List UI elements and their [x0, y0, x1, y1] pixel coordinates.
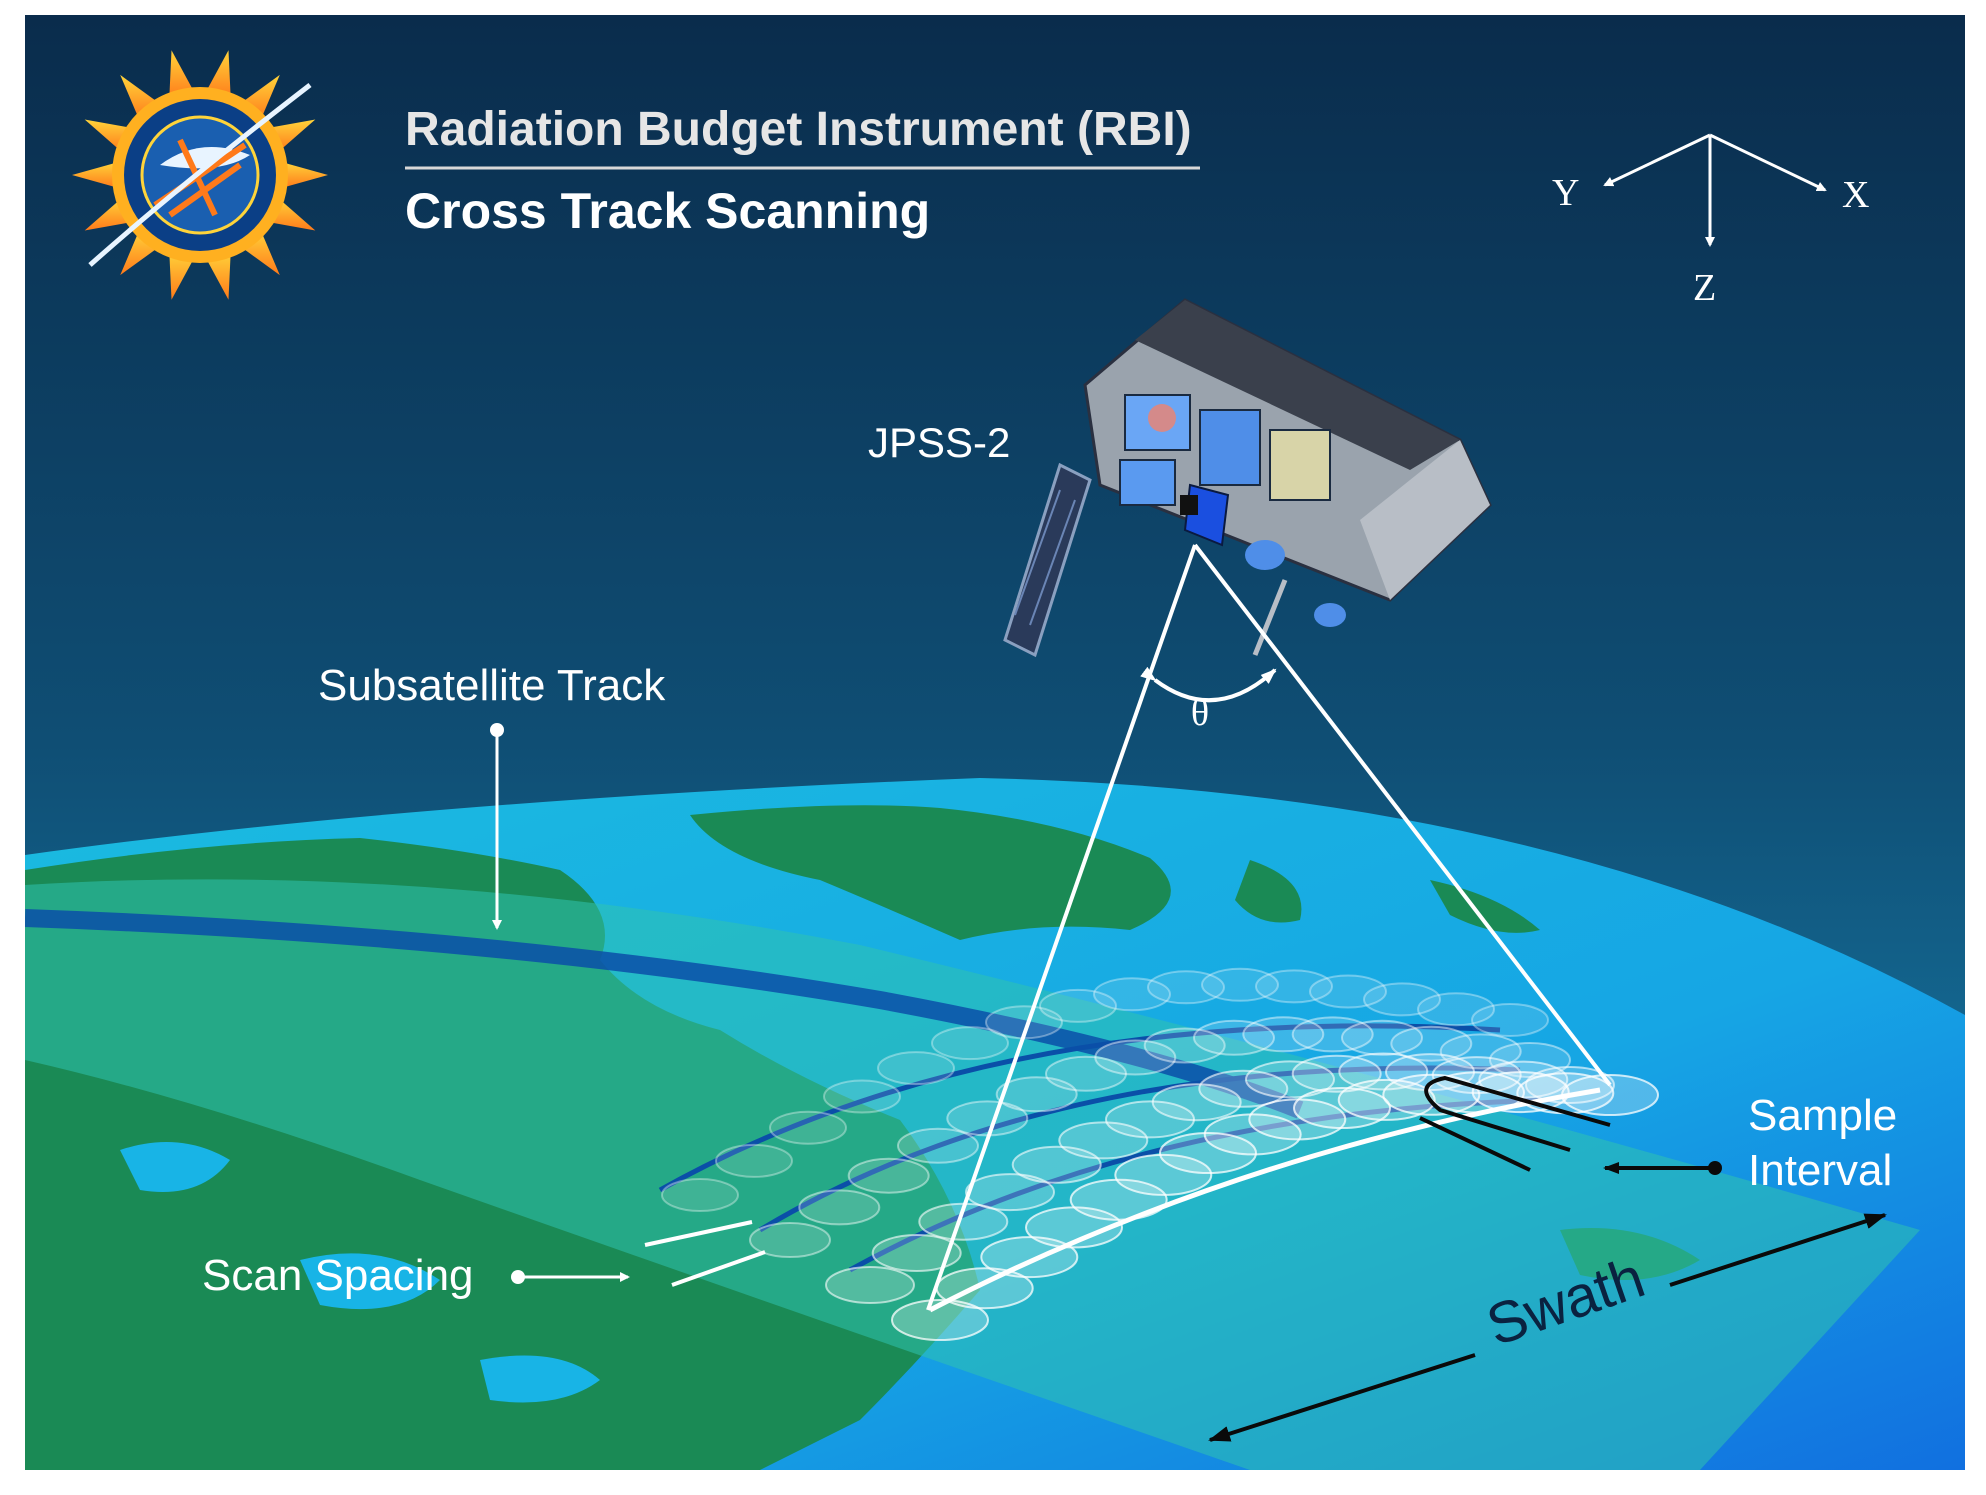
axis-y-label: Y: [1552, 172, 1579, 214]
swath-arrow-right: [1669, 1213, 1887, 1287]
footprint: [1143, 1027, 1226, 1064]
footprint: [1255, 969, 1333, 1004]
satellite-jpss2: [1003, 298, 1492, 658]
footprint: [891, 1299, 989, 1341]
axis-x-label: X: [1842, 174, 1869, 216]
axis-z-label: Z: [1693, 267, 1716, 309]
footprint: [931, 1026, 1009, 1061]
footprint: [1242, 1016, 1325, 1053]
antenna-dish: [1245, 540, 1285, 570]
solar-panel: [1003, 462, 1092, 658]
footprint: [1382, 1073, 1481, 1116]
footprint: [1561, 1074, 1659, 1116]
footprint: [1147, 970, 1225, 1005]
footprint: [661, 1178, 739, 1212]
satellite-label: JPSS-2: [868, 419, 1010, 466]
boom: [1252, 579, 1288, 656]
footprint: [1193, 1019, 1275, 1056]
scan-spacing-tick: [644, 1220, 753, 1247]
sun-ray: [72, 161, 120, 189]
scan-spacing-tick: [671, 1250, 766, 1287]
footprint: [1341, 1019, 1423, 1056]
footprint: [847, 1157, 930, 1194]
diagram-title: Radiation Budget Instrument (RBI): [405, 103, 1192, 156]
instrument-module: [1269, 429, 1331, 501]
antenna-dish: [1314, 603, 1346, 627]
instrument-module: [1199, 409, 1261, 486]
scan-spacing-label: Scan Spacing: [202, 1251, 474, 1300]
scan-footprints: [661, 967, 1659, 1341]
footprint: [1471, 1071, 1570, 1114]
sun-ray: [280, 161, 328, 189]
footprint: [1390, 1025, 1473, 1062]
footprint: [980, 1236, 1079, 1279]
footprint: [1201, 967, 1279, 1002]
rbi-mission-patch-icon: [72, 50, 328, 300]
footprint: [1471, 1003, 1549, 1037]
footprint: [1203, 1113, 1302, 1156]
swath-band: [25, 879, 1920, 1470]
footprint: [1058, 1121, 1149, 1160]
rbi-aperture: [1180, 495, 1198, 515]
sun-ray: [169, 251, 195, 300]
sample-interval-label-line1: Sample: [1748, 1091, 1897, 1140]
footprint: [1094, 1039, 1177, 1076]
footprint: [871, 1234, 962, 1272]
footprint: [877, 1051, 955, 1086]
footprint: [995, 1076, 1078, 1113]
sensor: [1148, 404, 1176, 432]
scan-angle-label: θ: [1191, 692, 1209, 734]
footprint: [825, 1266, 915, 1304]
instrument-module: [1119, 459, 1176, 506]
footprint: [897, 1127, 979, 1164]
footprint: [965, 1173, 1055, 1212]
subsatellite-track-line: [25, 909, 1304, 1119]
subsatellite-track-label: Subsatellite Track: [318, 661, 666, 710]
footprint: [1291, 1016, 1374, 1053]
sample-interval-label-line2: Interval: [1748, 1146, 1892, 1195]
footprint: [1159, 1132, 1257, 1174]
scan-cone: [926, 543, 1612, 1311]
diagram-subtitle: Cross Track Scanning: [405, 183, 930, 239]
footprint: [1309, 974, 1387, 1009]
footprint: [1093, 977, 1171, 1012]
sun-ray: [205, 251, 231, 300]
sample-interval-bracket: [1419, 1116, 1531, 1172]
footprint: [1363, 982, 1441, 1017]
footprint: [798, 1189, 881, 1226]
footprint: [1039, 988, 1117, 1023]
swath-arrow-left: [1208, 1353, 1476, 1442]
footprint: [1069, 1178, 1168, 1221]
axis-triad: [1603, 133, 1827, 247]
footprint: [823, 1079, 901, 1114]
footprint: [1337, 1078, 1436, 1121]
footprint: [715, 1143, 793, 1178]
sun-ray: [169, 50, 195, 99]
footprint: [1045, 1055, 1127, 1092]
footprint: [1114, 1153, 1213, 1196]
footprint: [1417, 992, 1495, 1027]
footprint: [769, 1110, 847, 1145]
sample-interval-bracket: [1424, 1075, 1611, 1152]
footprint: [1198, 1069, 1289, 1108]
footprint: [1151, 1083, 1242, 1122]
footprint: [749, 1222, 831, 1258]
sun-ray: [205, 50, 231, 99]
